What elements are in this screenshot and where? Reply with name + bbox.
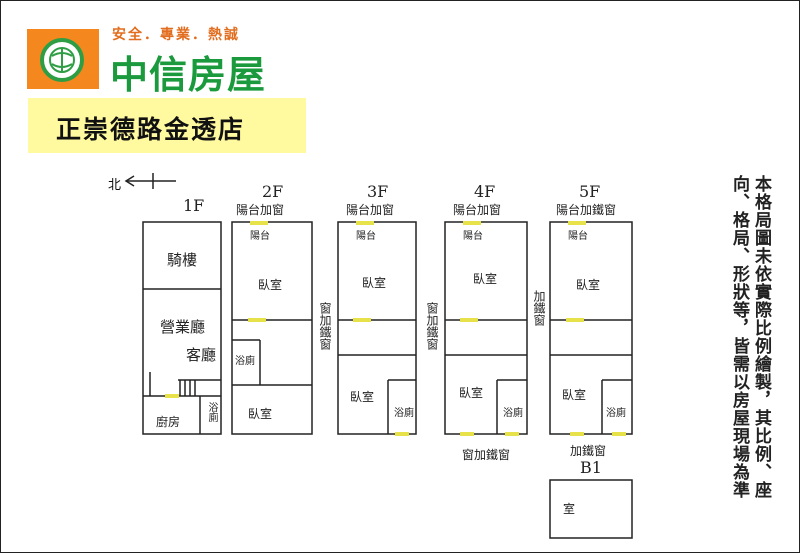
floor-5f-bottom-window: 加鐵窗 [570,444,607,458]
floor-4f-window: 加鐵窗 [532,290,546,326]
brand-slogan: 安全．專業．熱誠 [112,27,240,43]
floor-2f-outline [231,221,313,435]
floor-5f-title: 5F [579,182,601,201]
room-kitchen: 廚房 [156,415,181,429]
floor-4f-bottom-window: 窗加鐵窗 [462,448,511,462]
room-2f-bedroom-front: 臥室 [258,278,283,292]
room-3f-balcony: 陽台 [356,231,376,242]
floor-2f-balcony: 陽台加窗 [236,203,285,217]
branch-banner [28,98,306,153]
room-4f-bedroom-front: 臥室 [473,272,498,286]
floor-3f-window: 窗加鐵窗 [425,302,439,350]
room-3f-bedroom-front: 臥室 [362,276,387,290]
room-1f-bath: 浴廁 [206,402,217,422]
room-4f-bath: 浴廁 [503,408,523,419]
room-arcade: 騎樓 [167,251,198,269]
north-arrow-head [124,175,135,187]
room-2f-balcony: 陽台 [250,231,270,242]
floor-1f-outline [142,221,222,435]
north-label: 北 [108,178,122,193]
room-5f-bedroom-back: 臥室 [562,388,587,402]
floor-3f-outline [337,221,417,435]
room-business-hall: 營業廳 [160,318,206,336]
floor-5f-balcony: 陽台加鐵窗 [556,203,617,217]
disclaimer-note: 本格局圖未依實際比例繪製，其比例、座向、格局、形狀等，皆需以房屋現場為準 [729,175,771,499]
floor-3f-balcony: 陽台加窗 [346,203,395,217]
room-4f-bedroom-back: 臥室 [459,386,484,400]
floor-4f-outline [444,221,528,435]
room-5f-bedroom-front: 臥室 [576,278,601,292]
logo-globe-icon [40,38,84,82]
floor-5f-outline [549,221,633,435]
room-5f-balcony: 陽台 [568,231,588,242]
room-4f-balcony: 陽台 [463,231,483,242]
floor-b1-title: B1 [580,458,602,477]
room-b1: 室 [563,502,576,516]
floor-2f-window: 窗加鐵窗 [318,302,332,350]
room-3f-bath: 浴廁 [394,408,414,419]
room-5f-bath: 浴廁 [606,408,626,419]
branch-name: 正崇德路金透店 [56,115,246,144]
room-living: 客廳 [186,346,217,364]
floor-1f-title: 1F [183,196,205,215]
floor-4f-balcony: 陽台加窗 [453,203,502,217]
floor-b1-outline [549,479,633,539]
room-2f-bedroom-back: 臥室 [248,407,273,421]
room-3f-bedroom-back: 臥室 [350,390,375,404]
brand-name: 中信房屋 [110,53,267,97]
floor-3f-title: 3F [367,182,389,201]
floor-2f-title: 2F [262,182,284,201]
room-2f-bath: 浴廁 [235,356,255,367]
floor-4f-title: 4F [474,182,496,201]
